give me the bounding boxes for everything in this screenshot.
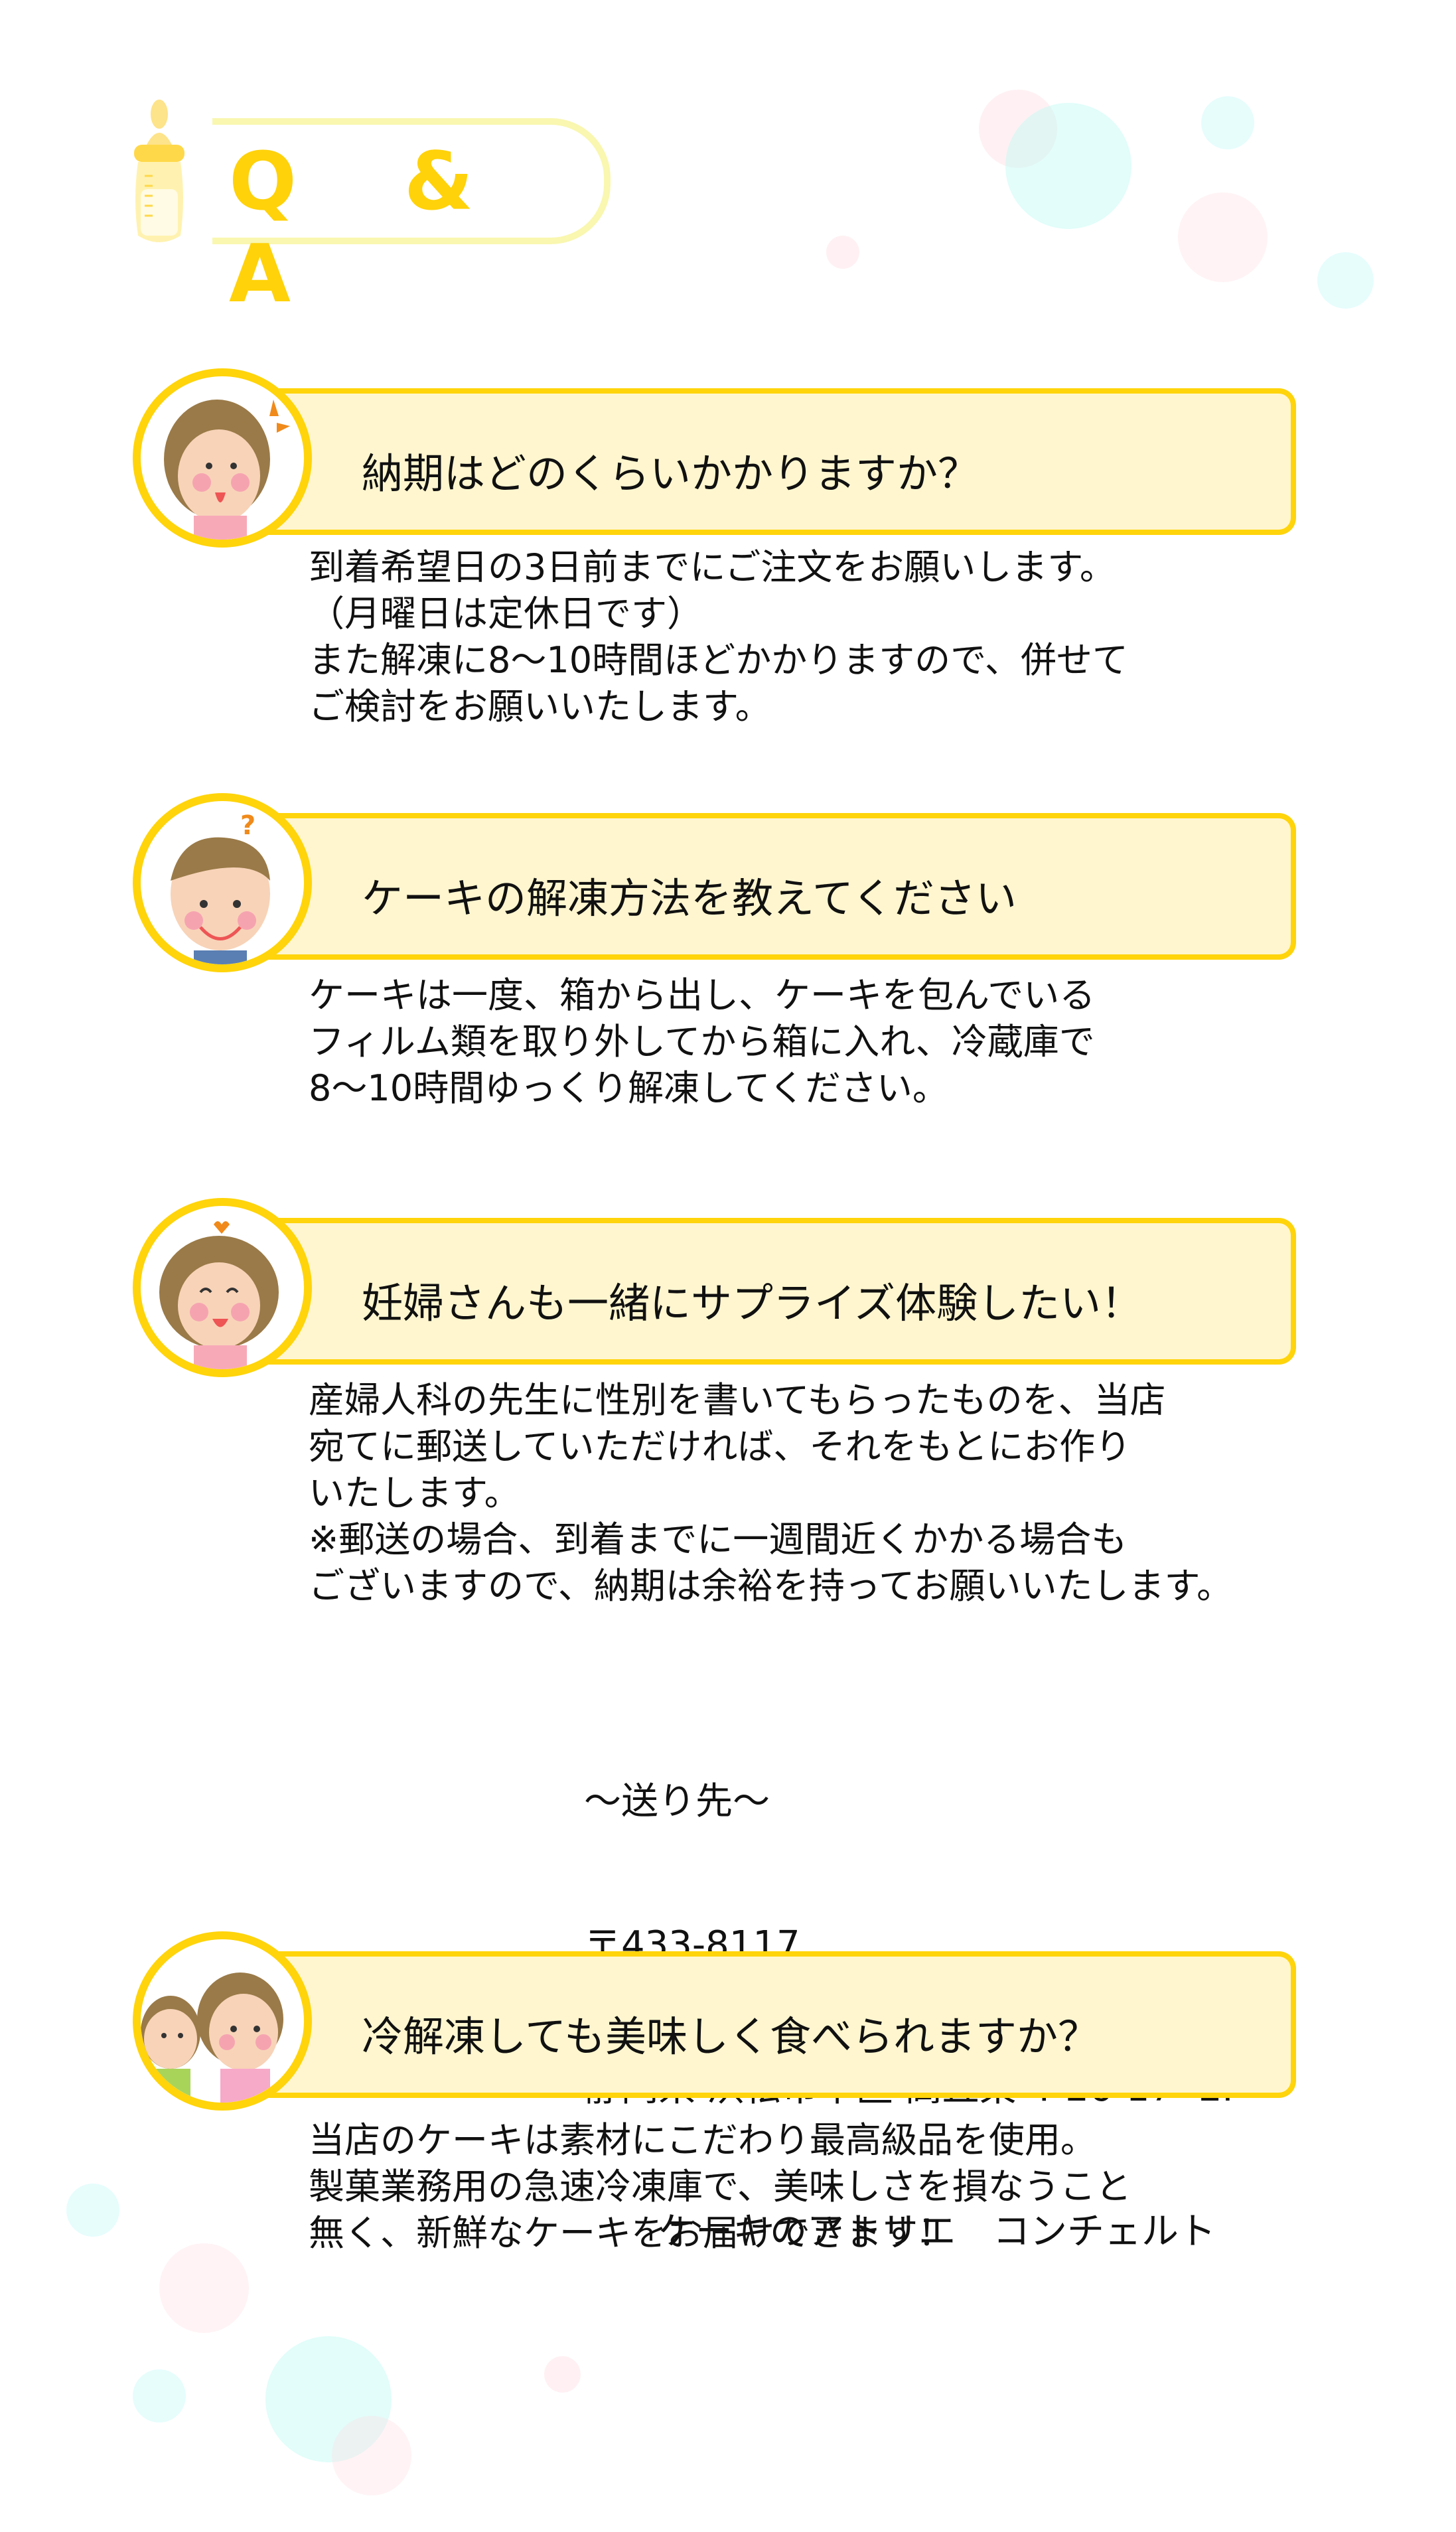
question-bar — [265, 388, 1296, 535]
answer-text: 当店のケーキは素材にこだわり最高級品を使用。 製菓業務用の急速冷凍庫で、美味しさ… — [309, 2119, 1131, 2254]
decorative-bubble — [133, 2369, 186, 2422]
answer-text: ケーキは一度、箱から出し、ケーキを包んでいる フィルム類を取り外してから箱に入れ… — [309, 974, 1096, 1109]
page-title: Q & A — [229, 136, 514, 321]
decorative-bubble — [159, 2243, 249, 2333]
decorative-bubble — [265, 2336, 392, 2462]
decorative-bubble — [1178, 192, 1268, 282]
question-text: 妊婦さんも一緒にサプライズ体験したい！ — [362, 1278, 1143, 1327]
address-heading: ～送り先～ — [584, 1780, 770, 1823]
decorative-bubble — [1201, 96, 1254, 149]
answer-text: 産婦人科の先生に性別を書いてもらったものを、当店 宛てに郵送していただければ、そ… — [309, 1379, 1233, 1607]
page-header: Q & A — [126, 100, 630, 321]
header-frame — [212, 118, 611, 244]
question-bar — [265, 1951, 1296, 2098]
children-avatar — [133, 1931, 312, 2111]
decorative-bubble — [332, 2416, 411, 2495]
decorative-bubble — [1317, 252, 1374, 309]
question-text: 納期はどのくらいかかりますか？ — [362, 449, 980, 498]
mom-heart-avatar — [133, 1198, 312, 1377]
mom-surprised-avatar — [133, 368, 312, 548]
decorative-bubble — [826, 236, 859, 269]
decorative-bubble — [979, 90, 1057, 168]
question-text: ケーキの解凍方法を教えてください — [362, 873, 1017, 923]
svg-text:?: ? — [240, 810, 255, 841]
question-bar — [265, 813, 1296, 960]
shop-name: ケーキのアトリエ コンチェルト — [584, 2210, 1216, 2253]
dad-question-avatar: ? — [133, 793, 312, 972]
answer-text: 到着希望日の3日前までにご注文をお願いします。 （月曜日は定休日です） また解凍… — [309, 546, 1128, 727]
decorative-bubble — [66, 2184, 119, 2237]
decorative-bubble — [1005, 103, 1131, 229]
question-bar — [265, 1218, 1296, 1365]
decorative-bubble — [544, 2356, 581, 2393]
baby-bottle-icon — [134, 100, 184, 242]
question-text: 冷解凍しても美味しく食べられますか？ — [362, 2012, 1100, 2061]
